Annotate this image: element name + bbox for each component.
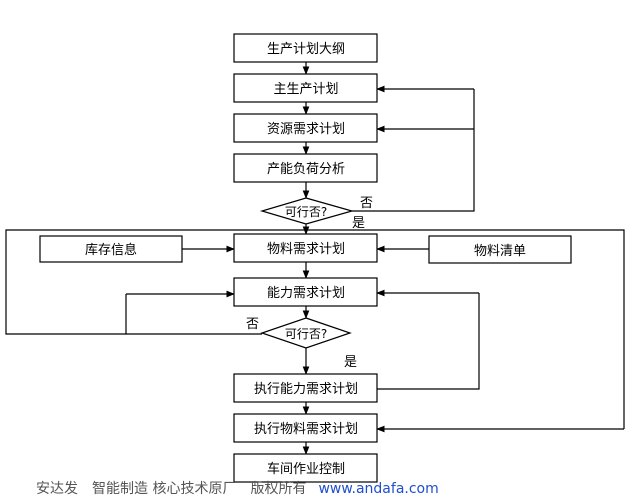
edge-right-crp-loop [377, 293, 480, 390]
node-mrp-label: 物料需求计划 [267, 242, 345, 257]
node-inventory-label: 库存信息 [85, 242, 137, 258]
node-rrp: 资源需求计划 [233, 113, 378, 143]
decision-feasible-1-label: 可行否? [285, 205, 327, 219]
footer-url[interactable]: www.andafa.com [318, 481, 439, 497]
decision-feasible-1: 可行否? [259, 197, 355, 225]
nodes: 生产计划大纲 主生产计划 资源需求计划 产能负荷分析 可行否? 物料需求计划 库… [39, 33, 572, 483]
node-capacity-load-label: 产能负荷分析 [267, 162, 345, 177]
decision-labels: 否 是 否 是 [246, 196, 373, 370]
footer-rights: 版权所有 [250, 481, 307, 497]
node-mps: 主生产计划 [233, 73, 378, 103]
node-exec-material: 执行物料需求计划 [233, 413, 378, 443]
node-exec-capacity-label: 执行能力需求计划 [254, 382, 358, 397]
footer-watermark: 安达发智能制造 核心技术原厂版权所有 www.andafa.com [36, 478, 439, 498]
decision-feasible-2-label: 可行否? [285, 327, 327, 341]
feasible-2-yes-label: 是 [344, 355, 357, 370]
node-shop-floor-label: 车间作业控制 [267, 461, 345, 477]
feasible-2-no-label: 否 [246, 317, 259, 332]
node-bom: 物料清单 [428, 235, 572, 264]
decision-feasible-2: 可行否? [260, 317, 352, 349]
feasible-1-no-label: 否 [360, 196, 373, 211]
edge-left-outer-loop [5, 229, 625, 429]
node-inventory: 库存信息 [39, 235, 183, 263]
edge-feasible1-no-loop [352, 89, 475, 212]
node-mrp: 物料需求计划 [233, 233, 378, 263]
node-mps-label: 主生产计划 [273, 82, 338, 97]
node-exec-capacity: 执行能力需求计划 [233, 373, 378, 403]
node-capacity-load: 产能负荷分析 [233, 153, 378, 183]
node-bom-label: 物料清单 [474, 244, 526, 259]
node-crp-label: 能力需求计划 [267, 286, 345, 301]
connectors [5, 62, 625, 455]
node-exec-material-label: 执行物料需求计划 [254, 422, 358, 437]
node-rrp-label: 资源需求计划 [267, 122, 345, 137]
footer-company: 安达发 [36, 481, 78, 497]
node-crp: 能力需求计划 [233, 277, 378, 307]
node-shop-floor: 车间作业控制 [233, 453, 378, 483]
footer-slogan: 智能制造 核心技术原厂 [92, 481, 237, 497]
node-plan-outline: 生产计划大纲 [233, 33, 378, 63]
feasible-1-yes-label: 是 [352, 216, 365, 231]
node-plan-outline-label: 生产计划大纲 [267, 42, 345, 57]
